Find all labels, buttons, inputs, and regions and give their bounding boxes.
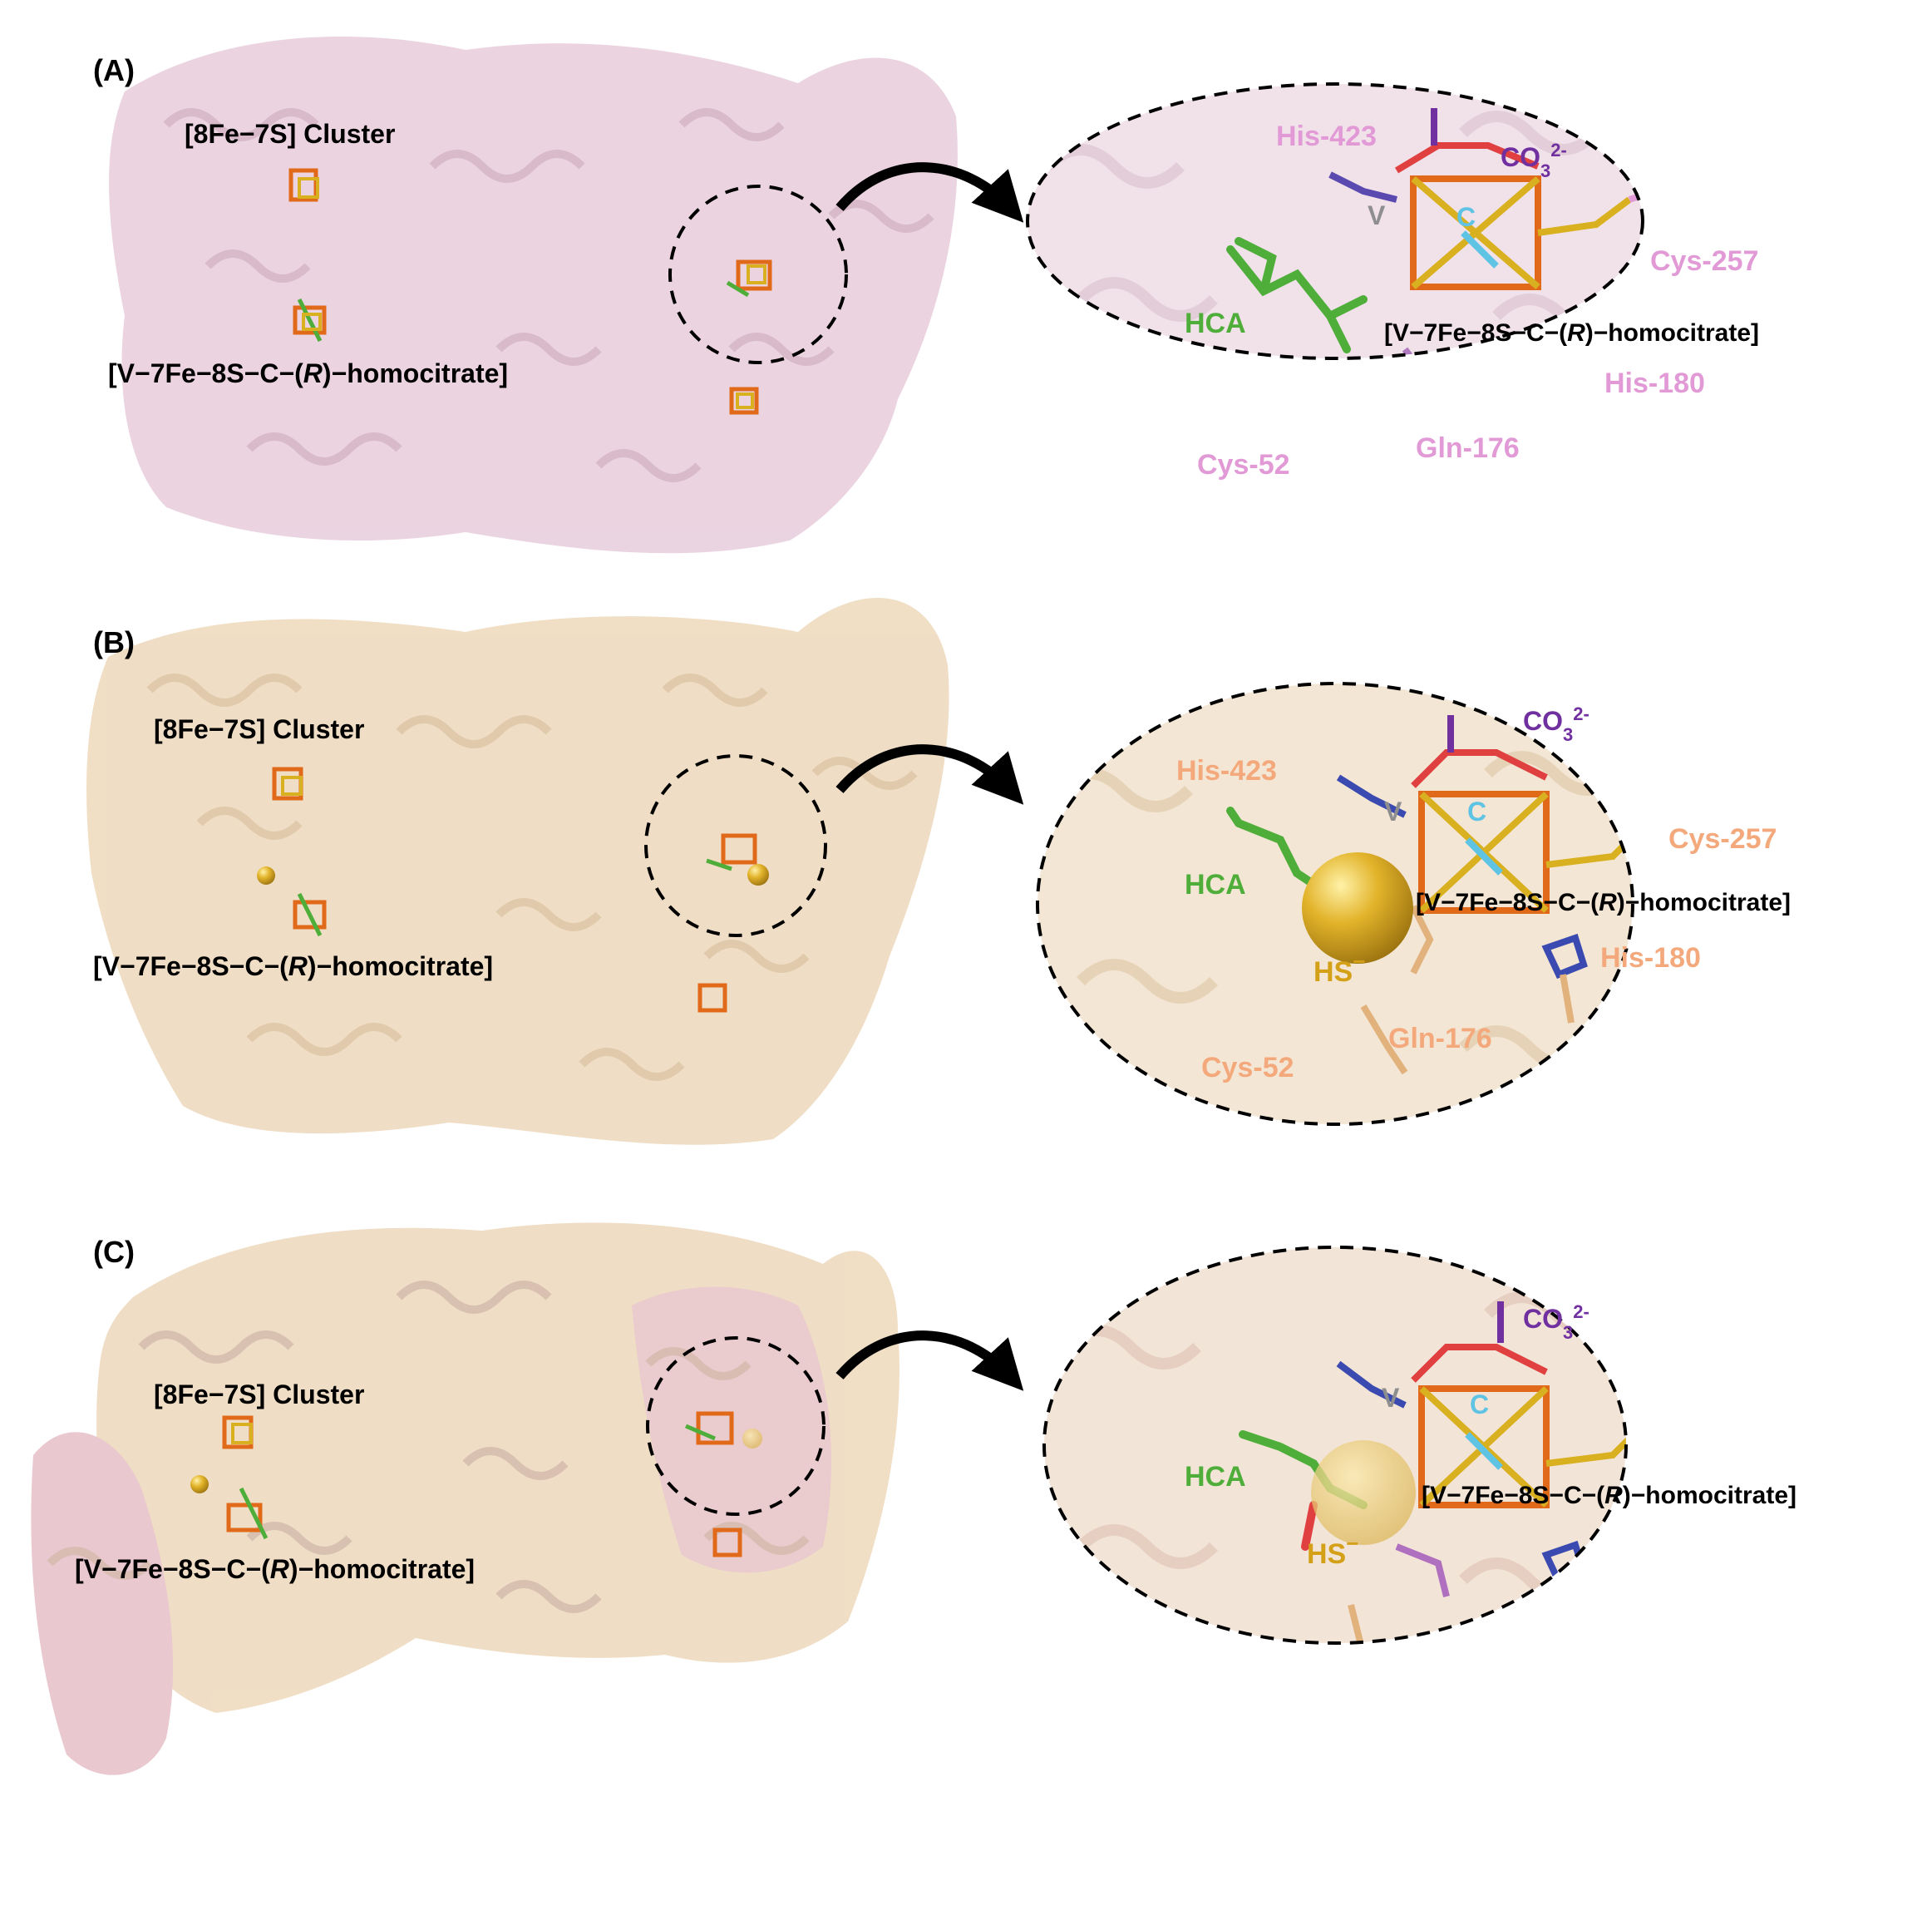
panel-a-his423-stick <box>1328 171 1397 203</box>
panel-a-closeup-cofactor-label: [V−7Fe−8S−C−(R)−homocitrate] <box>1384 319 1759 347</box>
panel-a-cys52-stick <box>1372 432 1388 466</box>
panel-b-gln176-label: Gln-176 <box>1388 1023 1492 1054</box>
panel-b-cluster-label: [8Fe−7S] Cluster <box>154 714 364 744</box>
panel-b-cofactor-label: [V−7Fe−8S−C−(R)−homocitrate] <box>93 951 493 981</box>
panel-b-v-label: V <box>1384 797 1402 827</box>
panel-b-arrow <box>835 744 1024 805</box>
panel-c-hs-label: HS− <box>1307 1531 1358 1570</box>
panel-c-closeup <box>1042 1246 1628 1645</box>
panel-c-lower-cluster-marker <box>712 1528 742 1557</box>
panel-c-c-label: C <box>1470 1389 1489 1419</box>
panel-b-protein-overview <box>86 598 949 1145</box>
panel-b-hca-label: HCA <box>1185 869 1246 901</box>
panel-a-hca-label: HCA <box>1185 308 1246 339</box>
panel-b-co3-label: CO32- <box>1523 703 1589 745</box>
panel-c-cluster-8fe7s-marker <box>222 1415 254 1449</box>
panel-a-arrow <box>835 162 1024 223</box>
panel-c-sulfide-ball-active-site <box>742 1429 762 1449</box>
panel-c-cofactor-marker <box>226 1487 269 1540</box>
panel-b-lower-cluster-marker <box>697 983 727 1013</box>
panel-a-co3-label: CO32- <box>1501 140 1567 181</box>
panel-a-cys52-label: Cys-52 <box>1197 449 1290 481</box>
panel-c-sulfide-ball-overview <box>190 1475 209 1493</box>
panel-a-gln176-label: Gln-176 <box>1416 432 1520 464</box>
panel-c-gln176-stick <box>1395 1543 1450 1597</box>
panel-c-cofactor-label: [V−7Fe−8S−C−(R)−homocitrate] <box>75 1554 475 1584</box>
panel-b-hs-label: HS− <box>1313 949 1365 988</box>
panel-a-cofactor-label: [V−7Fe−8S−C−(R)−homocitrate] <box>108 358 508 388</box>
panel-a-v-label: V <box>1368 200 1386 230</box>
panel-c-zoom-circle <box>646 1336 826 1516</box>
panel-b: (B) [8Fe−7S] Cluster [V−7Fe−8S−C−(R)−hom… <box>86 598 1791 1145</box>
panel-b-his423-label: His-423 <box>1176 755 1277 787</box>
panel-c-cluster-label: [8Fe−7S] Cluster <box>154 1379 364 1409</box>
panel-c-cys52-stick <box>1348 1604 1382 1643</box>
panel-b-closeup <box>1036 682 1634 1126</box>
panel-c-arrow <box>835 1330 1024 1391</box>
panel-b-closeup-cofactor-label: [V−7Fe−8S−C−(R)−homocitrate] <box>1416 889 1791 916</box>
panel-a-active-site-marker <box>726 259 772 298</box>
panel-c-cofactor-cage <box>1411 1344 1626 1508</box>
panel-c-protein-overview <box>31 1222 899 1775</box>
panel-b-sulfide-ball-overview <box>257 866 275 885</box>
panel-b-cluster-8fe7s-marker <box>272 767 303 801</box>
panel-c-sulfide-sphere <box>1311 1440 1416 1545</box>
panel-c: (C) [8Fe−7S] Cluster [V−7Fe−8S−C−(R)−hom… <box>31 1222 1796 1775</box>
panel-b-label: (B) <box>93 625 135 659</box>
panel-c-active-site-marker <box>685 1411 734 1445</box>
panel-a-protein-overview <box>109 37 958 554</box>
panel-c-v-label: V <box>1382 1383 1400 1413</box>
panel-a-c-label: C <box>1456 202 1476 232</box>
panel-b-sulfide-sphere <box>1302 852 1413 964</box>
panel-a-lower-cluster-marker <box>729 387 759 415</box>
panel-a-his423-label: His-423 <box>1276 121 1377 152</box>
panel-c-his423-stick <box>1336 1360 1407 1409</box>
panel-b-cys52-stick <box>1360 1004 1408 1075</box>
panel-c-closeup-cofactor-label: [V−7Fe−8S−C−(R)−homocitrate] <box>1422 1482 1796 1509</box>
panel-a-his180-stick <box>1550 353 1593 358</box>
panel-a-cofactor-marker <box>293 298 327 343</box>
panel-b-cys257-label: Cys-257 <box>1668 823 1777 855</box>
panel-b-his423-stick <box>1336 774 1407 818</box>
panel-a-gln176-stick <box>1402 347 1434 358</box>
panel-a-carbide-marker <box>1461 230 1499 269</box>
panel-b-c-label: C <box>1467 797 1486 827</box>
panel-c-label: (C) <box>93 1235 135 1269</box>
panel-b-cys52-label: Cys-52 <box>1201 1052 1294 1083</box>
panel-a-label: (A) <box>93 53 135 87</box>
panel-b-his180-label: His-180 <box>1600 942 1701 974</box>
panel-a-cluster-label: [8Fe−7S] Cluster <box>185 119 395 149</box>
panel-b-active-site-marker <box>706 833 757 871</box>
panel-b-zoom-circle <box>644 754 827 937</box>
panel-c-carbide-marker <box>1465 1432 1503 1470</box>
panel-b-carbide-marker <box>1465 837 1503 876</box>
panel-a-cofactor-cage <box>1394 142 1643 290</box>
panel-c-hca-label: HCA <box>1185 1461 1246 1493</box>
panel-a-cluster-8fe7s-marker <box>288 168 319 202</box>
panel-a: (A) [8Fe−7S] Cluster [V−7Fe−8S−C−(R)−hom… <box>93 37 1759 554</box>
panel-a-hca-molecule <box>1226 237 1368 353</box>
panel-b-sulfide-ball-active-site <box>747 864 769 886</box>
panel-b-cofactor-marker <box>293 892 327 937</box>
panel-a-his180-label: His-180 <box>1604 368 1705 399</box>
panel-c-co3-label: CO32- <box>1523 1301 1589 1343</box>
panel-a-zoom-circle <box>668 185 848 364</box>
panel-a-cys257-label: Cys-257 <box>1650 245 1758 277</box>
panel-b-his180-stick <box>1541 933 1588 1024</box>
panel-b-gln176-stick <box>1410 905 1434 975</box>
